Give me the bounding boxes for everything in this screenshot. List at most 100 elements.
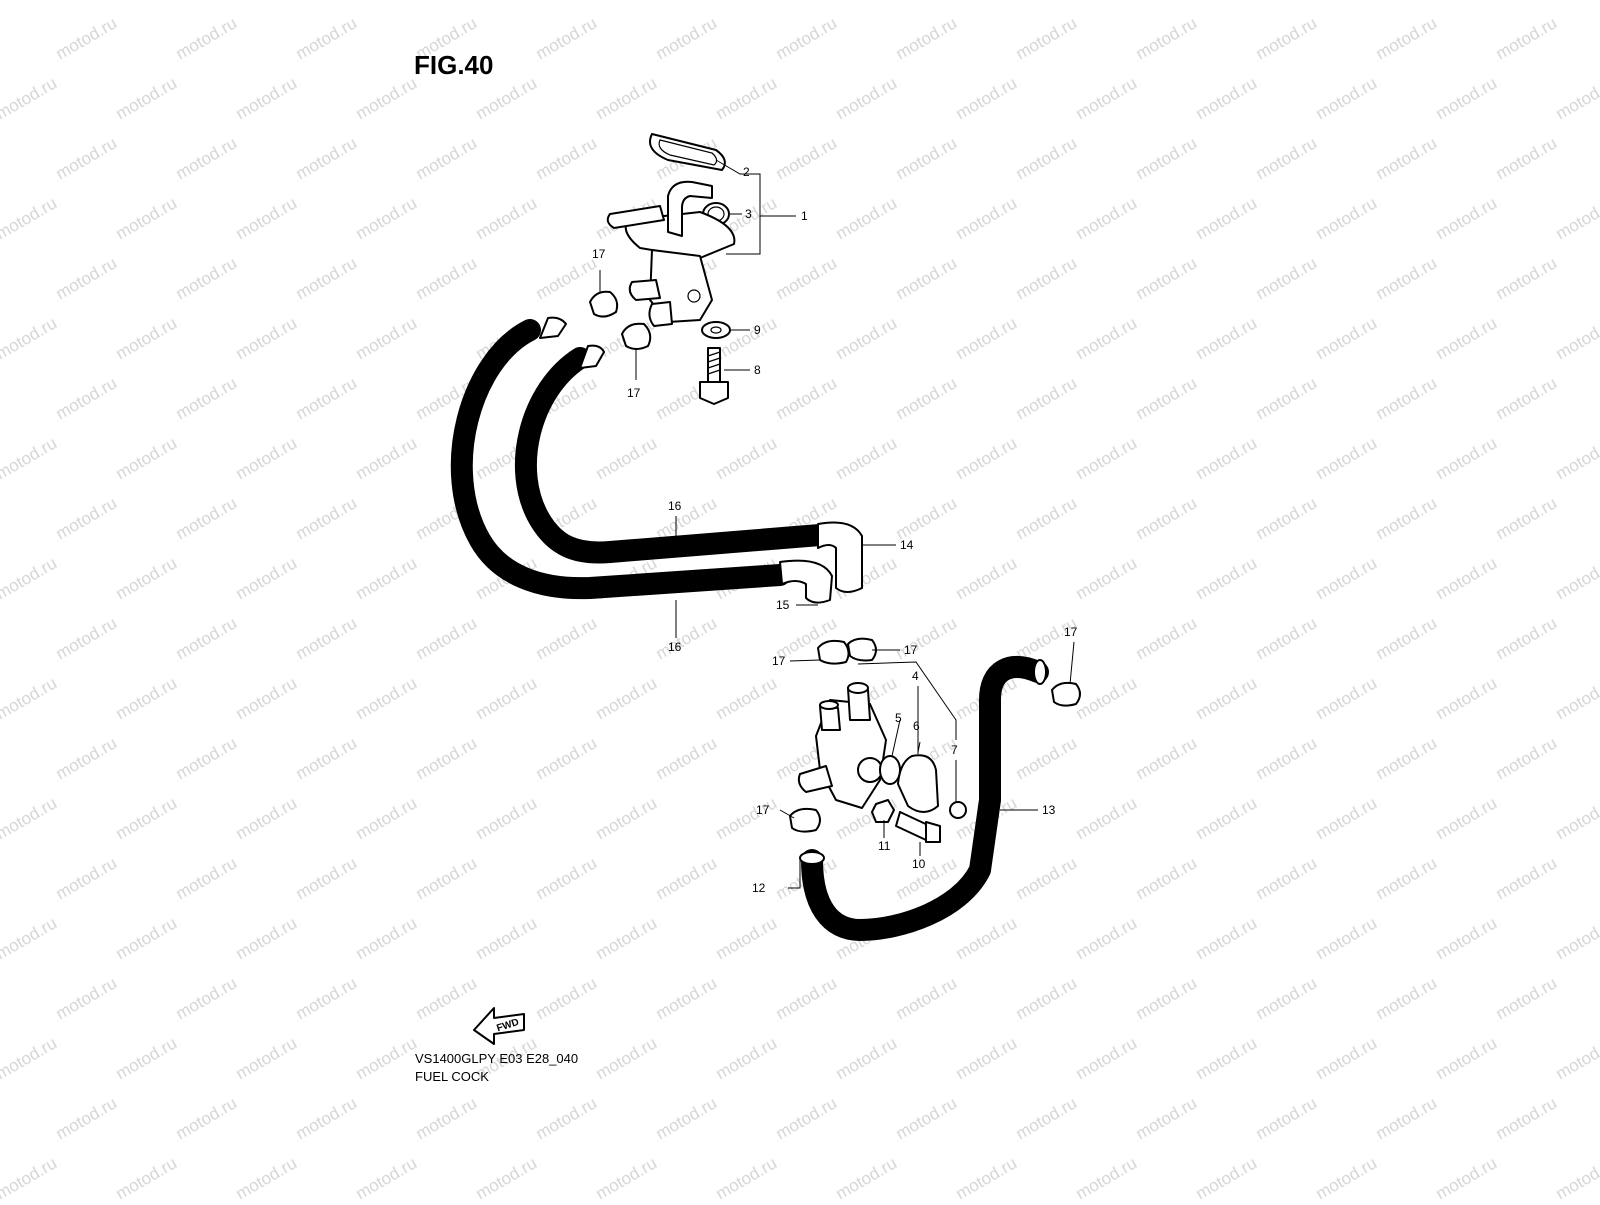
watermark-text: motod.ru [1553, 433, 1600, 483]
callout-15: 15 [776, 598, 790, 612]
watermark-text: motod.ru [173, 493, 241, 543]
watermark-text: motod.ru [1433, 433, 1501, 483]
figure-title: FIG.40 [414, 50, 493, 81]
watermark-text: motod.ru [593, 793, 661, 843]
watermark-text: motod.ru [473, 673, 541, 723]
watermark-text: motod.ru [1013, 733, 1081, 783]
hose-part-13-end [1034, 660, 1046, 684]
watermark-text: motod.ru [1493, 373, 1561, 423]
watermark-text: motod.ru [893, 133, 961, 183]
watermark-text: motod.ru [953, 1033, 1021, 1083]
watermark-text: motod.ru [1193, 0, 1261, 3]
watermark-text: motod.ru [0, 553, 60, 603]
watermark-text: motod.ru [1553, 673, 1600, 723]
watermark-text: motod.ru [1553, 193, 1600, 243]
watermark-text: motod.ru [1193, 193, 1261, 243]
watermark-text: motod.ru [1133, 13, 1201, 63]
watermark-text: motod.ru [1373, 493, 1441, 543]
watermark-text: motod.ru [1433, 0, 1501, 3]
callout-17-far-right: 17 [1064, 625, 1078, 639]
watermark-text: motod.ru [0, 673, 60, 723]
watermark-text: motod.ru [1313, 553, 1381, 603]
watermark-text: motod.ru [473, 793, 541, 843]
watermark-text: motod.ru [173, 1093, 241, 1143]
watermark-text: motod.ru [113, 793, 181, 843]
watermark-text: motod.ru [0, 1153, 60, 1200]
watermark-text: motod.ru [1013, 253, 1081, 303]
watermark-text: motod.ru [113, 73, 181, 123]
watermark-text: motod.ru [173, 13, 241, 63]
watermark-text: motod.ru [53, 973, 121, 1023]
callout-16-upper: 16 [668, 499, 682, 513]
watermark-text: motod.ru [1133, 373, 1201, 423]
watermark-text: motod.ru [593, 673, 661, 723]
watermark-text: motod.ru [1313, 793, 1381, 843]
watermark-text: motod.ru [1373, 1093, 1441, 1143]
watermark-text: motod.ru [1313, 1033, 1381, 1083]
callout-17-lower-left: 17 [756, 803, 770, 817]
watermark-text: motod.ru [833, 313, 901, 363]
watermark-text: motod.ru [113, 193, 181, 243]
watermark-text: motod.ru [1013, 133, 1081, 183]
watermark-text: motod.ru [533, 133, 601, 183]
watermark-text: motod.ru [533, 253, 601, 303]
watermark-text: motod.ru [353, 1153, 421, 1200]
watermark-text: motod.ru [353, 73, 421, 123]
watermark-text: motod.ru [1553, 793, 1600, 843]
watermark-text: motod.ru [1193, 673, 1261, 723]
watermark-text: motod.ru [473, 193, 541, 243]
watermark-text: motod.ru [0, 193, 60, 243]
watermark-text: motod.ru [833, 73, 901, 123]
watermark-text: motod.ru [893, 13, 961, 63]
watermark-text: motod.ru [1133, 733, 1201, 783]
watermark-text: motod.ru [353, 433, 421, 483]
watermark-text: motod.ru [653, 613, 721, 663]
watermark-text: motod.ru [593, 73, 661, 123]
watermark-text: motod.ru [293, 13, 361, 63]
watermark-text: motod.ru [53, 1093, 121, 1143]
clamp-part-17-lower-c [790, 809, 820, 832]
watermark-text: motod.ru [1193, 433, 1261, 483]
watermark-text: motod.ru [1073, 553, 1141, 603]
watermark-text: motod.ru [1133, 853, 1201, 903]
callout-6: 6 [913, 719, 920, 733]
watermark-text: motod.ru [1133, 493, 1201, 543]
watermark-text: motod.ru [1193, 73, 1261, 123]
watermark-text: motod.ru [293, 853, 361, 903]
watermark-text: motod.ru [1433, 1033, 1501, 1083]
callout-7: 7 [951, 743, 958, 757]
watermark-text: motod.ru [233, 1153, 301, 1200]
watermark-text: motod.ru [413, 613, 481, 663]
watermark-text: motod.ru [1313, 1153, 1381, 1200]
clamp-part-17-lower-a [818, 641, 849, 664]
callout-9: 9 [754, 323, 761, 337]
watermark-text: motod.ru [1313, 313, 1381, 363]
watermark-text: motod.ru [833, 0, 901, 3]
watermark-text: motod.ru [1253, 1093, 1321, 1143]
watermark-text: motod.ru [893, 973, 961, 1023]
callout-10: 10 [912, 857, 926, 871]
watermark-text: motod.ru [773, 13, 841, 63]
callout-8: 8 [754, 363, 761, 377]
watermark-text: motod.ru [1073, 313, 1141, 363]
watermark-text: motod.ru [893, 493, 961, 543]
watermark-text: motod.ru [653, 1093, 721, 1143]
watermark-text: motod.ru [293, 133, 361, 183]
watermark-text: motod.ru [1073, 0, 1141, 3]
watermark-text: motod.ru [713, 793, 781, 843]
watermark-text: motod.ru [1073, 193, 1141, 243]
forward-arrow: FWD [474, 1008, 524, 1044]
watermark-text: motod.ru [1433, 673, 1501, 723]
watermark-text: motod.ru [293, 973, 361, 1023]
watermark-text: motod.ru [113, 1153, 181, 1200]
screw-part-7 [950, 802, 966, 818]
watermark-text: motod.ru [1433, 553, 1501, 603]
model-code: VS1400GLPY E03 E28_040 [415, 1051, 578, 1066]
watermark-text: motod.ru [1433, 913, 1501, 963]
watermark-text: motod.ru [293, 733, 361, 783]
watermark-text: motod.ru [293, 253, 361, 303]
watermark-text: motod.ru [0, 433, 60, 483]
watermark-text: motod.ru [1253, 853, 1321, 903]
watermark-text: motod.ru [1133, 133, 1201, 183]
